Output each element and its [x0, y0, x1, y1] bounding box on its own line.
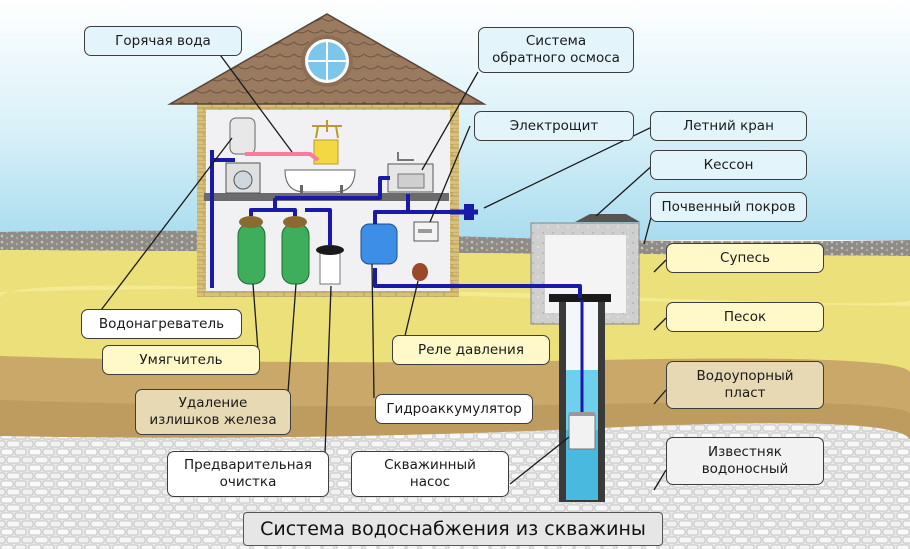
- label-summer-tap: Летний кран: [650, 111, 807, 141]
- leader-caisson: [595, 163, 655, 217]
- label-limestone: Известняк водоносный: [666, 437, 824, 485]
- ceiling-lamp: [312, 120, 342, 139]
- leader-prefilter: [324, 285, 332, 455]
- label-hot-water: Горячая вода: [84, 26, 242, 56]
- accumulator-tank: [360, 223, 398, 265]
- hot-pipe: [245, 152, 320, 162]
- leader-well-pump: [509, 436, 570, 485]
- leader-pressure-relay: [403, 280, 419, 341]
- leader-switchboard: [429, 125, 471, 223]
- prefilter-housing: [319, 251, 341, 285]
- leader-sandy-loam: [653, 259, 667, 273]
- label-switchboard: Электрощит: [474, 111, 634, 141]
- label-pressure-relay: Реле давления: [392, 335, 550, 365]
- pressure-relay-body: [412, 263, 428, 281]
- label-hydro-accumulator: Гидроаккумулятор: [375, 394, 533, 424]
- water-heater: [229, 117, 256, 155]
- leader-hydro-accumulator: [371, 263, 375, 399]
- label-caisson: Кессон: [650, 150, 807, 180]
- leader-iron-removal: [287, 283, 297, 393]
- label-softener: Умягчитель: [102, 345, 260, 375]
- leader-sand: [653, 317, 667, 331]
- leader-softener: [252, 283, 259, 351]
- label-reverse-osmosis: Система обратного осмоса: [478, 27, 634, 73]
- leader-water-heater: [94, 137, 233, 319]
- leader-limestone: [653, 469, 667, 491]
- bathtub: [284, 169, 356, 193]
- caisson-hatch: [575, 214, 640, 222]
- label-topsoil: Почвенный покров: [650, 192, 807, 222]
- label-water-heater: Водонагреватель: [81, 309, 242, 339]
- cold-distribution-pipe: [210, 150, 390, 288]
- well-pump-body: [568, 414, 596, 450]
- label-sand: Песок: [666, 302, 824, 332]
- label-aquiclude: Водоупорный пласт: [666, 361, 824, 409]
- label-well-pump: Скважинный насос: [351, 451, 509, 497]
- label-prefilter: Предварительная очистка: [167, 451, 329, 497]
- iron-removal-tank: [281, 223, 310, 285]
- label-iron-removal: Удаление излишков железа: [135, 389, 291, 435]
- main-pipe: [373, 268, 582, 298]
- leader-hot-water: [214, 47, 293, 153]
- softener-tank: [237, 223, 266, 285]
- leader-reverse-osmosis: [421, 71, 479, 171]
- diagram-title: Система водоснабжения из скважины: [243, 512, 663, 546]
- sand-stripe: [0, 285, 910, 306]
- label-sandy-loam: Супесь: [666, 243, 824, 273]
- leader-aquiclude: [653, 389, 667, 405]
- summer-tap-valve: [464, 204, 474, 220]
